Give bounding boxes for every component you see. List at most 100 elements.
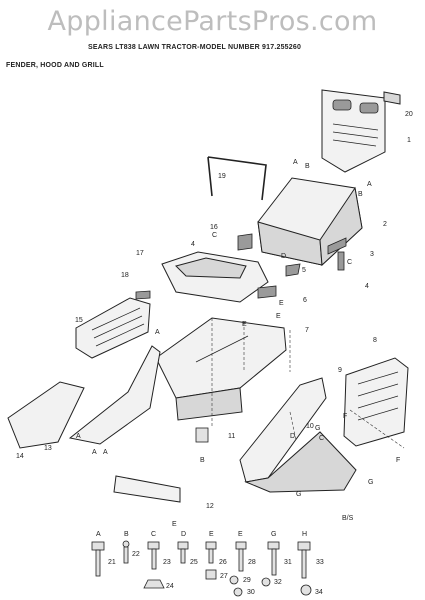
- label-4b: 4: [191, 241, 195, 248]
- label-7: 7: [305, 327, 309, 334]
- label-31: 31: [284, 559, 292, 566]
- ref-a-3: A: [155, 329, 160, 336]
- label-28: 28: [248, 559, 256, 566]
- part-left-footrest: [75, 297, 151, 359]
- label-14: 14: [16, 453, 24, 460]
- part-pin-3: [337, 251, 345, 271]
- nut-24: [143, 579, 165, 589]
- part-left-fender: [7, 345, 161, 449]
- part-bracket-6: [257, 285, 277, 299]
- reference-letter-labels: A A B B C C C D D E E E E F F G G G A A …: [76, 159, 400, 538]
- label-12: 12: [206, 503, 214, 510]
- washer-29: [229, 575, 239, 585]
- label-20: 20: [405, 111, 413, 118]
- part-hood: [257, 177, 363, 267]
- label-6: 6: [303, 297, 307, 304]
- bolt-31: [267, 541, 280, 576]
- nut-27: [205, 569, 217, 580]
- label-13: 13: [44, 445, 52, 452]
- label-17: 17: [136, 250, 144, 257]
- ref-b-1: B: [305, 163, 310, 170]
- ref-a-5: A: [92, 449, 97, 456]
- label-15: 15: [75, 317, 83, 324]
- label-19: 19: [218, 173, 226, 180]
- bolt-23: [147, 541, 160, 570]
- ref-a-6: A: [103, 449, 108, 456]
- label-11: 11: [228, 433, 235, 440]
- label-23: 23: [163, 559, 171, 566]
- ref-f-2: F: [396, 457, 400, 464]
- label-2: 2: [383, 221, 387, 228]
- ref-hw-h: H: [302, 531, 307, 538]
- label-8: 8: [373, 337, 377, 344]
- part-clip-5: [285, 263, 301, 277]
- bolt-35: [297, 541, 311, 579]
- label-4a: 4: [365, 283, 369, 290]
- label-10: 10: [306, 423, 314, 430]
- part-clip-18: [135, 290, 151, 300]
- label-5: 5: [302, 267, 306, 274]
- bolt-28: [235, 541, 247, 572]
- label-1: 1: [407, 137, 411, 144]
- ref-g-2: G: [368, 479, 373, 486]
- label-3: 3: [370, 251, 374, 258]
- part-bracket-11: [195, 427, 209, 443]
- label-32: 32: [274, 579, 282, 586]
- washer-32: [261, 577, 271, 587]
- hardware-row: [91, 540, 312, 597]
- label-24: 24: [166, 583, 174, 590]
- ref-d-1: D: [281, 253, 286, 260]
- part-clip-16: [237, 233, 253, 251]
- label-21: 21: [108, 559, 116, 566]
- ref-a-4: A: [76, 433, 81, 440]
- bolt-25: [177, 541, 189, 564]
- ref-c-1: C: [212, 232, 217, 239]
- bolt-26: [205, 541, 217, 564]
- ref-hw-c: C: [151, 531, 156, 538]
- ref-hw-b: B: [124, 531, 129, 538]
- label-25: 25: [190, 559, 198, 566]
- ref-e-3: E: [276, 313, 281, 320]
- ref-hw-g: G: [271, 531, 276, 538]
- section-heading: FENDER, HOOD AND GRILL: [6, 62, 104, 69]
- ref-d-2: D: [290, 433, 295, 440]
- label-30: 30: [247, 589, 255, 596]
- ref-c-2: C: [347, 259, 352, 266]
- ref-e-2: E: [242, 321, 247, 328]
- ref-bs: B/S: [342, 515, 354, 522]
- diagram-title: SEARS LT838 LAWN TRACTOR-MODEL NUMBER 91…: [88, 44, 302, 51]
- label-16: 16: [210, 224, 218, 231]
- label-27: 27: [220, 573, 228, 580]
- pin-22: [122, 540, 130, 564]
- ref-hw-e1: E: [209, 531, 214, 538]
- part-dash-panel: [161, 251, 269, 303]
- part-right-fender: [239, 377, 357, 493]
- ref-g-1: G: [315, 425, 320, 432]
- ref-g-3: G: [296, 491, 301, 498]
- ref-a-1: A: [293, 159, 298, 166]
- ref-hw-a: A: [96, 531, 101, 538]
- nut-36: [300, 584, 312, 596]
- ref-b-2: B: [358, 191, 363, 198]
- label-26: 26: [219, 559, 227, 566]
- ref-f-1: F: [343, 413, 347, 420]
- label-22: 22: [132, 551, 140, 558]
- part-grill: [321, 89, 401, 173]
- part-hood-bracket: [207, 156, 267, 201]
- label-35: 33: [316, 559, 324, 566]
- bolt-21: [91, 541, 105, 577]
- label-9: 9: [338, 367, 342, 374]
- label-29: 29: [243, 577, 251, 584]
- ref-hw-d: D: [181, 531, 186, 538]
- watermark-text: AppliancePartsPros.com: [47, 6, 378, 37]
- part-right-footrest: [343, 357, 409, 447]
- ref-b-3: B: [200, 457, 205, 464]
- nut-30: [233, 587, 243, 597]
- part-skirt-12: [113, 475, 181, 503]
- part-number-labels: 1 2 3 4 4 5 6 7 8 9 10 11 12 13 14 15 16…: [16, 111, 413, 596]
- ref-c-3: C: [319, 435, 324, 442]
- label-36: 34: [315, 589, 323, 596]
- ref-e-4: E: [172, 521, 177, 528]
